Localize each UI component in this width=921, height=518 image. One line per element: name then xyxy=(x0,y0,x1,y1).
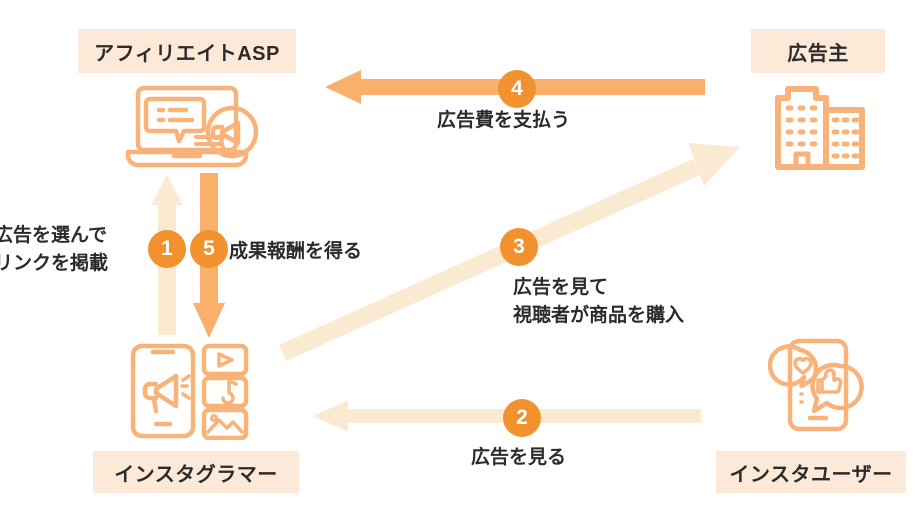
flow-caption-3: 広告を見て 視聴者が商品を購入 xyxy=(513,277,685,326)
office-building-icon xyxy=(772,84,868,170)
node-label-asp-text: アフィリエイトASP xyxy=(94,42,280,65)
flow-badge-2: 2 xyxy=(503,399,541,437)
flow-caption-2: 広告を見る xyxy=(471,447,567,468)
flow-caption-5: 成果報酬を得る xyxy=(229,241,363,262)
node-label-instagram-user-text: インスタユーザー xyxy=(729,463,893,486)
node-label-advertiser-text: 広告主 xyxy=(787,42,849,65)
flow-badge-5: 5 xyxy=(190,230,228,268)
node-label-asp: アフィリエイトASP xyxy=(78,29,296,73)
flow-caption-4: 広告費を支払う xyxy=(437,110,571,131)
phone-megaphone-icon xyxy=(128,342,254,440)
node-label-instagram-user: インスタユーザー xyxy=(716,451,906,493)
node-label-instagrammer: インスタグラマー xyxy=(93,451,299,493)
laptop-megaphone-icon xyxy=(118,82,268,172)
flow-badge-4: 4 xyxy=(498,70,536,108)
node-label-advertiser: 広告主 xyxy=(751,29,885,73)
flow-caption-1: 広告を選んで リンクを掲載 xyxy=(0,225,109,274)
phone-social-reaction-icon xyxy=(768,338,872,434)
arrow-flow-3 xyxy=(279,143,740,361)
flow-badge-3: 3 xyxy=(500,228,538,266)
node-label-instagrammer-text: インスタグラマー xyxy=(114,463,278,486)
flow-badge-1: 1 xyxy=(148,230,186,268)
